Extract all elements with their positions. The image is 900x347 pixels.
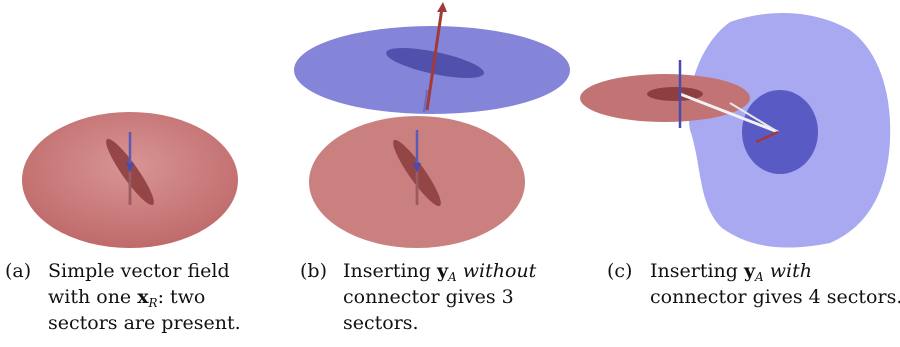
red-arrow-shaft <box>425 7 444 111</box>
red-arrow-head <box>437 2 447 12</box>
subfigure-label: (b) <box>300 260 327 282</box>
math-symbol: y <box>436 260 449 282</box>
red-arrow <box>755 130 779 144</box>
panel-c-render <box>580 0 900 250</box>
panel-a-illustration <box>22 112 238 248</box>
caption-line: Inserting yA without <box>343 260 537 284</box>
math-symbol: x <box>137 286 149 308</box>
connector <box>679 92 779 134</box>
subfigure-label: (a) <box>5 260 32 282</box>
emphasis: without <box>462 260 537 282</box>
panel-c-illustration <box>580 12 891 248</box>
caption-line: with one xR: two <box>48 286 206 310</box>
blue-inner-disk <box>742 90 818 174</box>
caption-line: Inserting yA with <box>650 260 812 284</box>
emphasis: with <box>769 260 812 282</box>
arrow-head <box>413 163 421 172</box>
connector-2 <box>729 102 779 133</box>
caption-line: sectors are present. <box>48 312 241 334</box>
panel-b-illustration <box>294 2 570 248</box>
caption-line: Simple vector field <box>48 260 230 282</box>
caption-line: connector gives 3 <box>343 286 514 308</box>
panel-a-render <box>0 0 260 250</box>
caption-line: sectors. <box>343 312 419 334</box>
arrow-head <box>126 163 134 172</box>
caption-line: connector gives 4 sectors. <box>650 286 900 308</box>
subfigure-label: (c) <box>607 260 633 282</box>
math-symbol: y <box>743 260 756 282</box>
panel-b-render <box>292 0 577 250</box>
